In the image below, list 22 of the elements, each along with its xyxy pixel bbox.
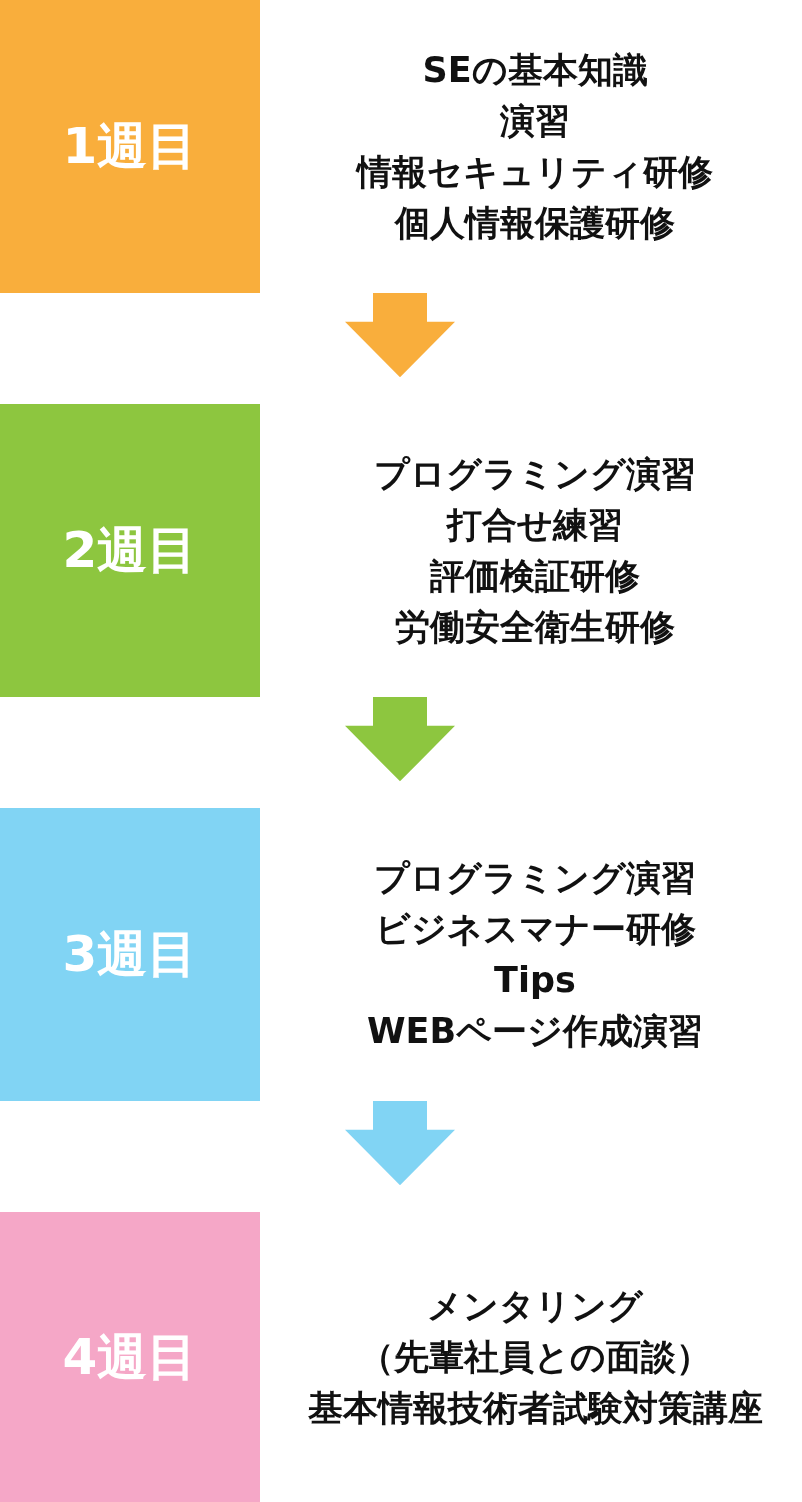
week-box: 1週目: [0, 0, 260, 293]
training-item: プログラミング演習: [374, 856, 696, 900]
training-item: 評価検証研修: [430, 554, 640, 598]
training-item: メンタリング: [427, 1284, 643, 1328]
training-item: プログラミング演習: [374, 452, 696, 496]
arrow: [345, 293, 455, 378]
week-box: 2週目: [0, 404, 260, 697]
training-item: 労働安全衛生研修: [395, 605, 675, 649]
training-item: 情報セキュリティ研修: [357, 150, 713, 194]
training-item: Tips: [494, 958, 576, 1002]
week-box: 4週目: [0, 1212, 260, 1502]
training-item: 基本情報技術者試験対策講座: [307, 1386, 763, 1430]
training-item: ビジネスマナー研修: [374, 907, 696, 951]
arrow: [345, 1101, 455, 1186]
training-item: SEの基本知識: [422, 48, 648, 92]
training-item: 打合せ練習: [447, 503, 623, 547]
training-item: （先輩社員との面談）: [359, 1335, 711, 1379]
training-item: WEBページ作成演習: [366, 1009, 704, 1053]
week-box: 3週目: [0, 808, 260, 1101]
training-item: 演習: [500, 99, 570, 143]
training-item: 個人情報保護研修: [395, 201, 675, 245]
arrow: [345, 697, 455, 782]
